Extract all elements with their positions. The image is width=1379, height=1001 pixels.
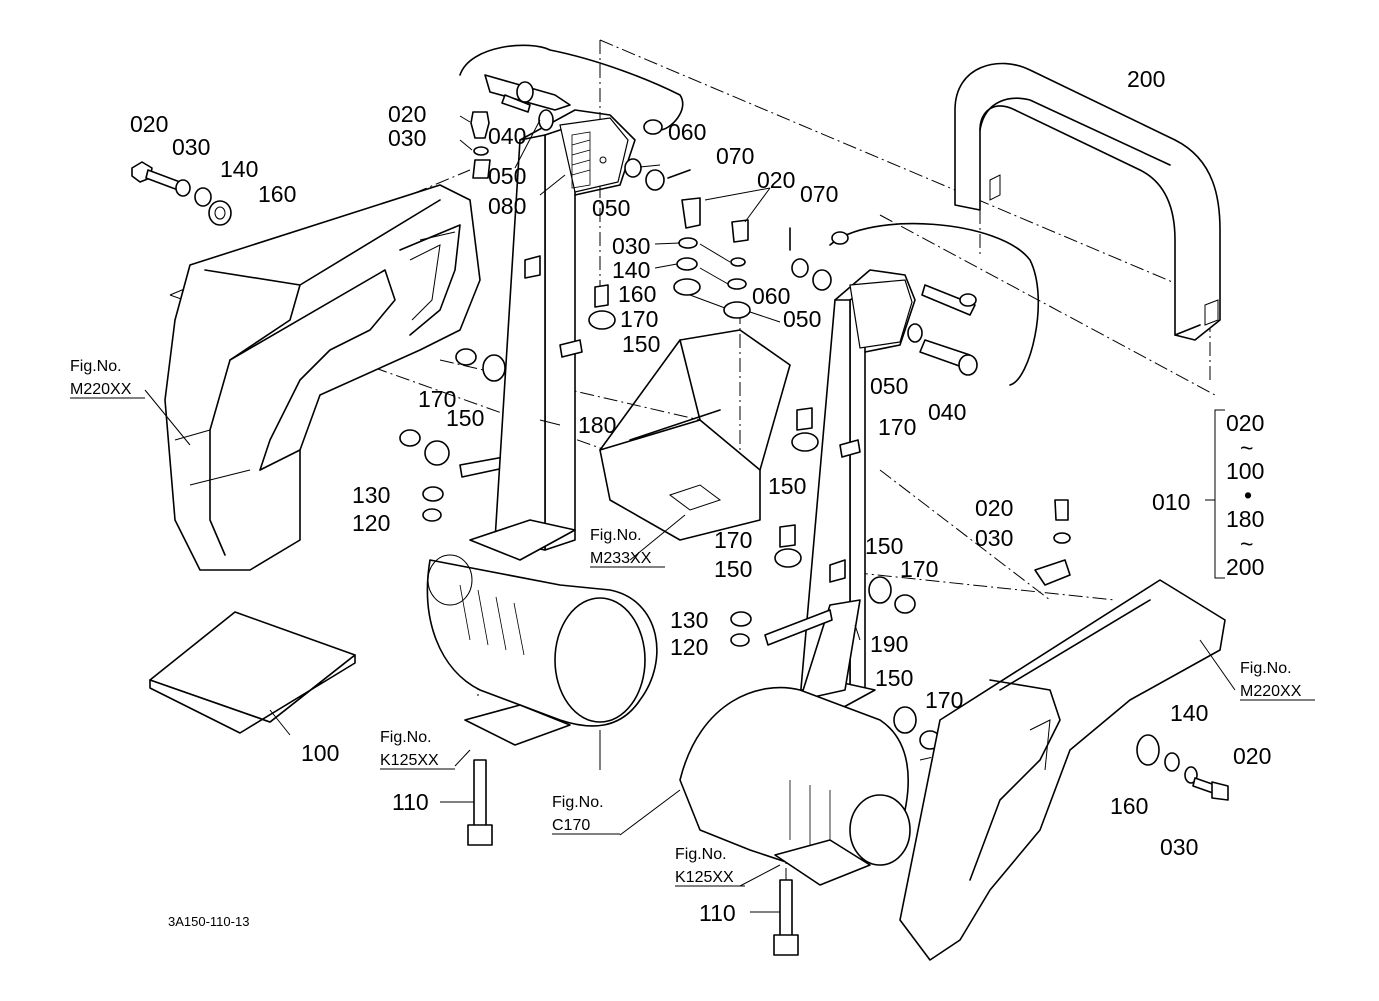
callout: 040 — [488, 123, 526, 149]
callout: 110 — [699, 900, 736, 926]
callout: 020 — [388, 101, 426, 127]
callout: 130 — [352, 482, 390, 508]
callout-labels: 020 030 020 030 140 160 040 050 080 060 … — [130, 66, 1271, 926]
rops-hoop — [954, 62, 1221, 341]
callout: 170 — [418, 386, 456, 412]
fig-ref-label: Fig.No. — [552, 794, 604, 811]
callout: 030 — [172, 134, 210, 160]
callout: 140 — [220, 156, 258, 182]
fig-ref-number: K125XX — [675, 869, 734, 886]
top-left-pins — [459, 44, 691, 191]
range-dot: • — [1244, 482, 1252, 508]
range-to-1: 100 — [1226, 458, 1264, 484]
callout: 170 — [714, 527, 752, 553]
right-top-pins — [789, 222, 1040, 386]
callout: 120 — [670, 634, 708, 660]
right-fender — [899, 579, 1226, 961]
callout: 170 — [620, 306, 658, 332]
drawing-code: 3A150-110-13 — [168, 914, 249, 929]
callout: 200 — [1127, 66, 1165, 92]
assembly-bracket — [1205, 409, 1225, 579]
callout: 140 — [1170, 700, 1208, 726]
callout: 170 — [900, 556, 938, 582]
callout: 130 — [670, 607, 708, 633]
fig-ref-number: M233XX — [590, 550, 652, 567]
fig-ref-number: M220XX — [1240, 683, 1302, 700]
callout: 050 — [870, 373, 908, 399]
fig-ref-label: Fig.No. — [1240, 660, 1292, 677]
callout: 010 — [1152, 489, 1190, 515]
callout: 030 — [612, 233, 650, 259]
fig-ref-label: Fig.No. — [380, 729, 432, 746]
callout: 070 — [716, 143, 754, 169]
callout: 030 — [388, 125, 426, 151]
callout: 170 — [878, 414, 916, 440]
center-base-plate — [599, 329, 791, 541]
right-axle-housing — [679, 686, 911, 956]
callout: 160 — [1110, 793, 1148, 819]
callout: 030 — [975, 525, 1013, 551]
callout: 060 — [668, 119, 706, 145]
callout: 160 — [258, 181, 296, 207]
callout: 020 — [757, 167, 795, 193]
callout: 110 — [392, 789, 429, 815]
left-axle-housing — [426, 554, 658, 846]
range-tilde-2: ~ — [1240, 531, 1253, 557]
callout: 070 — [800, 181, 838, 207]
range-from-1: 020 — [1226, 410, 1264, 436]
fig-ref-label: Fig.No. — [590, 527, 642, 544]
callout: 100 — [301, 740, 339, 766]
figure-references: Fig.No. M220XX Fig.No. M233XX Fig.No. M2… — [70, 358, 1315, 887]
callout: 150 — [865, 533, 903, 559]
callout: 030 — [1160, 834, 1198, 860]
right-bushings — [868, 576, 941, 750]
fig-ref-number: K125XX — [380, 752, 439, 769]
range-tilde-1: ~ — [1240, 435, 1253, 461]
callout: 020 — [130, 111, 168, 137]
range-from-2: 180 — [1226, 506, 1264, 532]
callout: 170 — [925, 687, 963, 713]
callout: 160 — [618, 281, 656, 307]
fig-ref-number: C170 — [552, 817, 590, 834]
left-rops-pillar — [469, 109, 636, 561]
center-hardware — [588, 197, 819, 568]
fig-ref-label: Fig.No. — [675, 846, 727, 863]
callout: 190 — [870, 631, 908, 657]
callout: 120 — [352, 510, 390, 536]
callout: 180 — [578, 412, 616, 438]
left-fastener-set — [131, 161, 232, 226]
callout: 150 — [446, 405, 484, 431]
leader-lines — [144, 115, 1236, 913]
callout: 050 — [592, 195, 630, 221]
callout: 150 — [875, 665, 913, 691]
callout: 080 — [488, 193, 526, 219]
callout: 020 — [1233, 743, 1271, 769]
fig-ref-number: M220XX — [70, 381, 132, 398]
callout: 140 — [612, 257, 650, 283]
callout: 050 — [488, 163, 526, 189]
right-clip — [1034, 499, 1071, 586]
fig-ref-label: Fig.No. — [70, 358, 122, 375]
callout: 050 — [783, 306, 821, 332]
callout: 150 — [714, 556, 752, 582]
callout: 060 — [752, 283, 790, 309]
callout: 150 — [768, 473, 806, 499]
left-bushings — [399, 348, 519, 478]
callout: 020 — [975, 495, 1013, 521]
operator-manual — [149, 611, 356, 734]
nuts-washers — [422, 486, 752, 647]
callout: 150 — [622, 331, 660, 357]
callout: 040 — [928, 399, 966, 425]
range-to-2: 200 — [1226, 554, 1264, 580]
left-fender — [164, 184, 481, 571]
right-rops-pillar — [764, 269, 916, 721]
right-fastener-set — [1136, 734, 1229, 801]
